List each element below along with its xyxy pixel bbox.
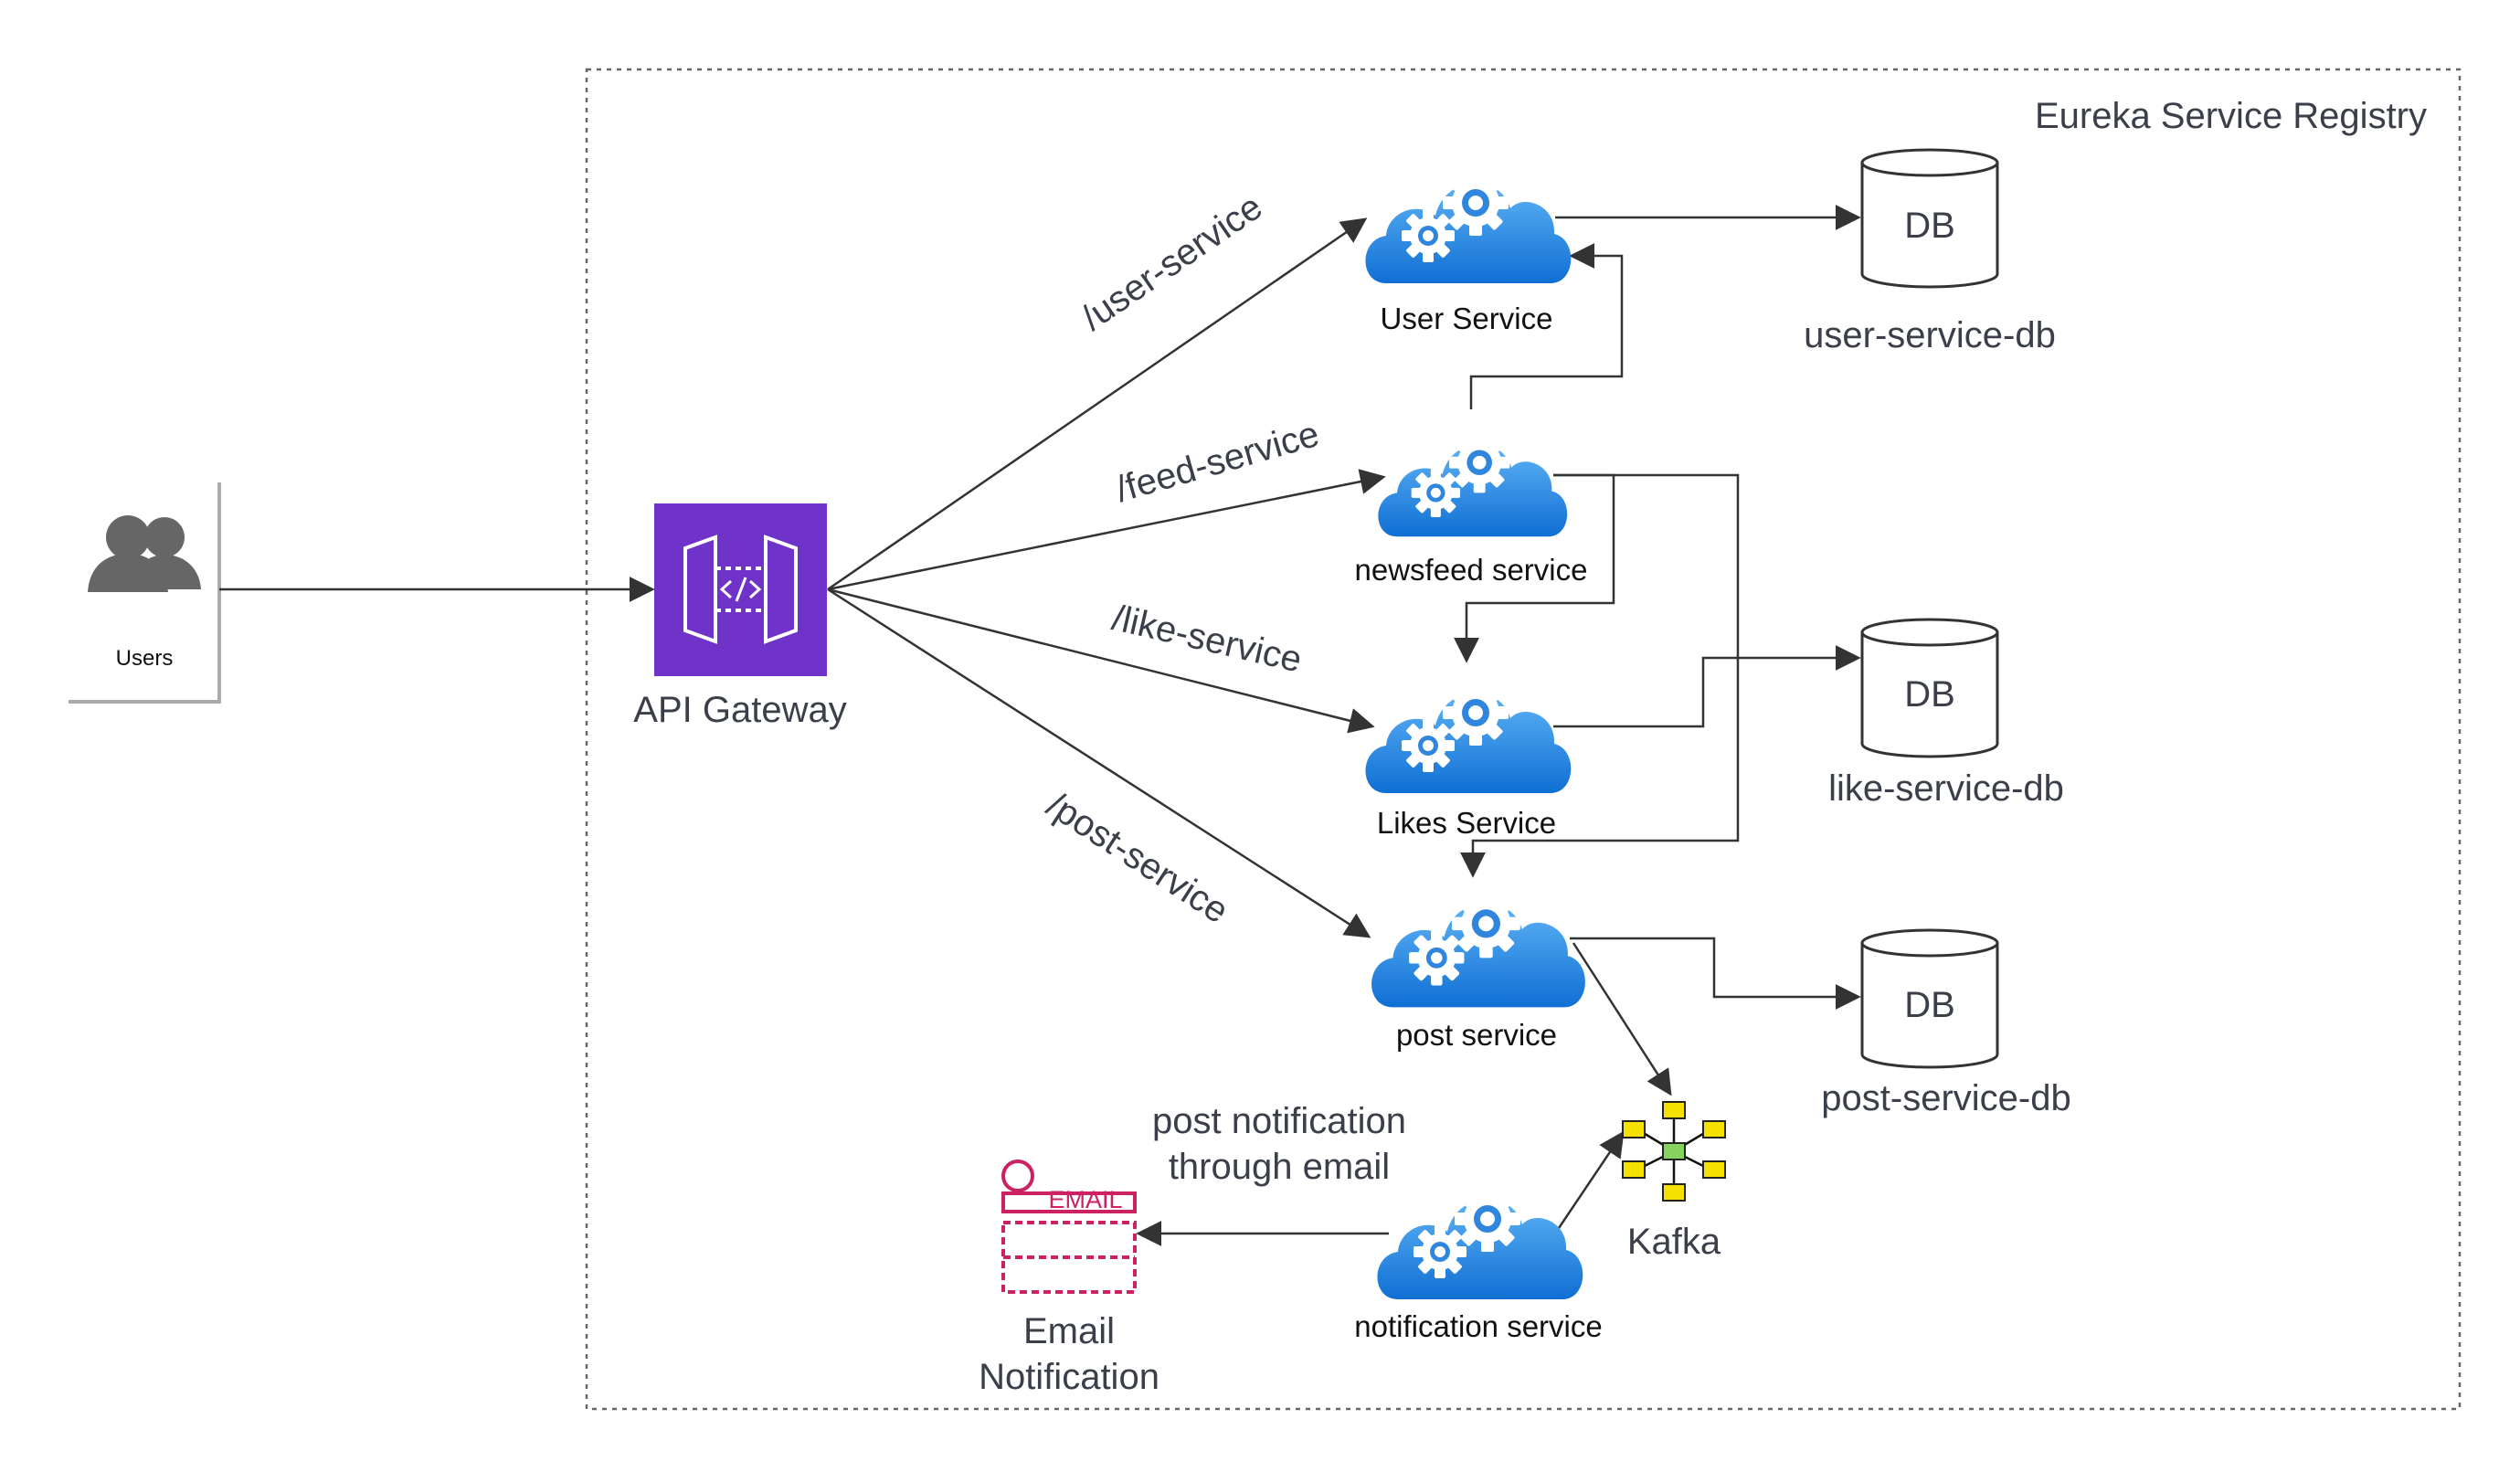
kafka-label: Kafka	[1627, 1222, 1721, 1262]
user-service-db-node[interactable]: DB user-service-db	[1804, 148, 2056, 355]
registry-title: Eureka Service Registry	[2035, 96, 2427, 136]
edge-gateway-feed	[827, 469, 1386, 591]
like-db-name: like-service-db	[1828, 768, 2064, 809]
like-service-db-node[interactable]: DB like-service-db	[1828, 618, 2064, 809]
route-post-label: /post-service	[1040, 785, 1235, 931]
email-notification-node[interactable]: EMAIL Email Notification	[979, 1160, 1159, 1397]
api-gateway-node[interactable]: API Gateway	[633, 503, 847, 730]
newsfeed-service-label: newsfeed service	[1355, 553, 1588, 587]
email-icon	[1001, 1160, 1137, 1294]
email-label-line1: Email	[1023, 1311, 1115, 1351]
post-service-label: post service	[1396, 1018, 1557, 1052]
kafka-icon	[1622, 1101, 1726, 1202]
user-db-label: DB	[1904, 206, 1955, 246]
edge-newsfeed-user	[1469, 243, 1624, 409]
user-service-label: User Service	[1381, 302, 1553, 335]
post-service-node[interactable]: post service	[1371, 889, 1585, 1052]
notification-edge-line2: through email	[1169, 1147, 1390, 1187]
edge-gateway-post	[827, 588, 1371, 938]
post-db-label: DB	[1904, 985, 1955, 1025]
email-label-line2: Notification	[979, 1357, 1159, 1397]
route-user-label: /user-service	[1075, 186, 1270, 338]
newsfeed-service-node[interactable]: newsfeed service	[1355, 432, 1588, 587]
edge-gateway-like	[827, 588, 1375, 734]
users-node: Users	[69, 482, 221, 704]
registry-boundary	[585, 68, 2462, 1411]
notification-service-label: notification service	[1354, 1309, 1602, 1343]
user-service-node[interactable]: User Service	[1365, 170, 1572, 335]
users-icon	[88, 515, 201, 592]
likes-service-label: Likes Service	[1377, 806, 1556, 840]
users-label: Users	[116, 646, 174, 671]
kafka-node[interactable]: Kafka	[1622, 1101, 1726, 1262]
post-db-name: post-service-db	[1821, 1078, 2070, 1118]
email-badge: EMAIL	[1048, 1186, 1122, 1213]
api-gateway-label: API Gateway	[633, 690, 846, 730]
edge-gateway-user	[827, 217, 1368, 591]
notification-edge-line1: post notification	[1152, 1101, 1406, 1141]
edge-post-db	[1570, 937, 1861, 1010]
edge-likes-db	[1553, 645, 1861, 728]
edge-newsfeed-post	[1460, 473, 1740, 878]
likes-service-node[interactable]: Likes Service	[1365, 680, 1572, 840]
notification-service-node[interactable]: notification service	[1354, 1186, 1603, 1343]
post-service-db-node[interactable]: DB post-service-db	[1821, 928, 2071, 1118]
user-db-name: user-service-db	[1804, 315, 2056, 355]
edge-notification-kafka	[1553, 1130, 1625, 1234]
edge-post-kafka	[1572, 942, 1672, 1096]
like-db-label: DB	[1904, 674, 1955, 715]
